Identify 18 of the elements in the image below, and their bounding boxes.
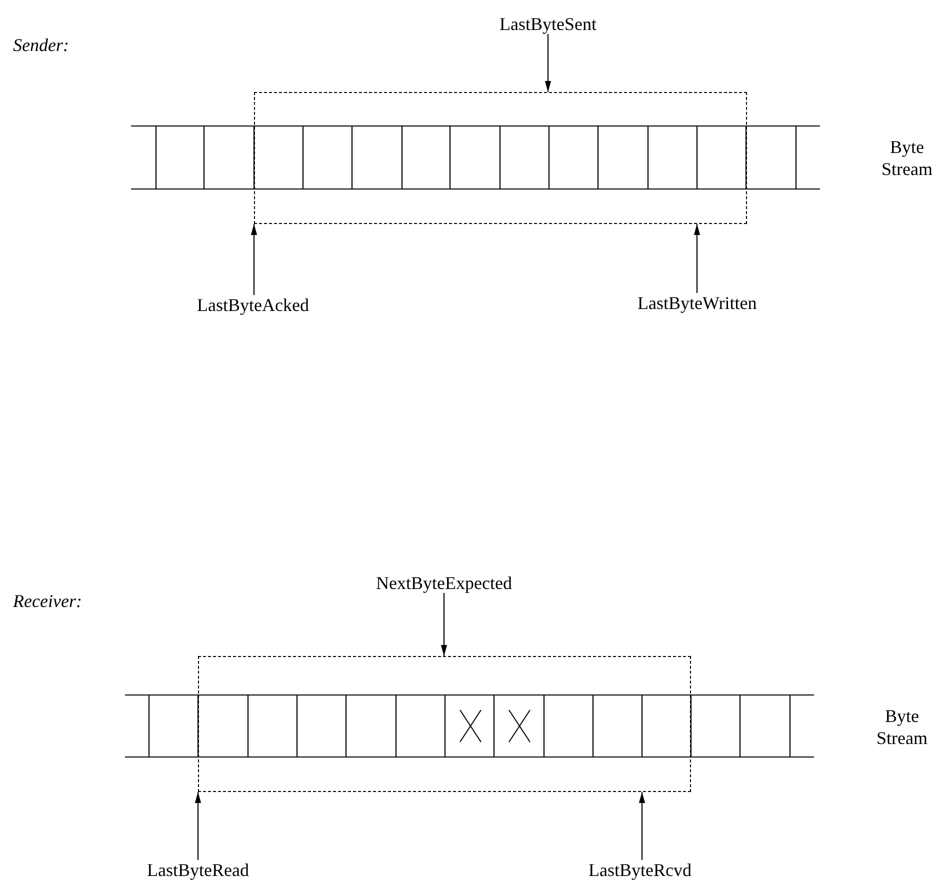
arrow	[544, 34, 552, 92]
stream-label: Byte Stream	[876, 705, 928, 749]
pointer-label: LastByteWritten	[638, 293, 757, 313]
pointer-label: LastByteRead	[147, 860, 249, 880]
dashed-window-box	[254, 92, 747, 224]
arrow	[194, 792, 202, 860]
pointer-label: NextByteExpected	[376, 573, 512, 593]
section-label: Sender:	[13, 34, 70, 56]
pointer-label: LastByteSent	[500, 14, 596, 34]
arrow	[694, 224, 700, 293]
stream-label: Byte Stream	[880, 136, 934, 180]
arrow	[638, 792, 646, 860]
arrow	[440, 593, 448, 656]
arrow	[250, 224, 258, 295]
pointer-label: LastByteAcked	[197, 295, 309, 315]
dashed-window-box	[198, 656, 691, 792]
section-label: Receiver:	[13, 590, 83, 612]
pointer-label: LastByteRcvd	[588, 860, 692, 880]
